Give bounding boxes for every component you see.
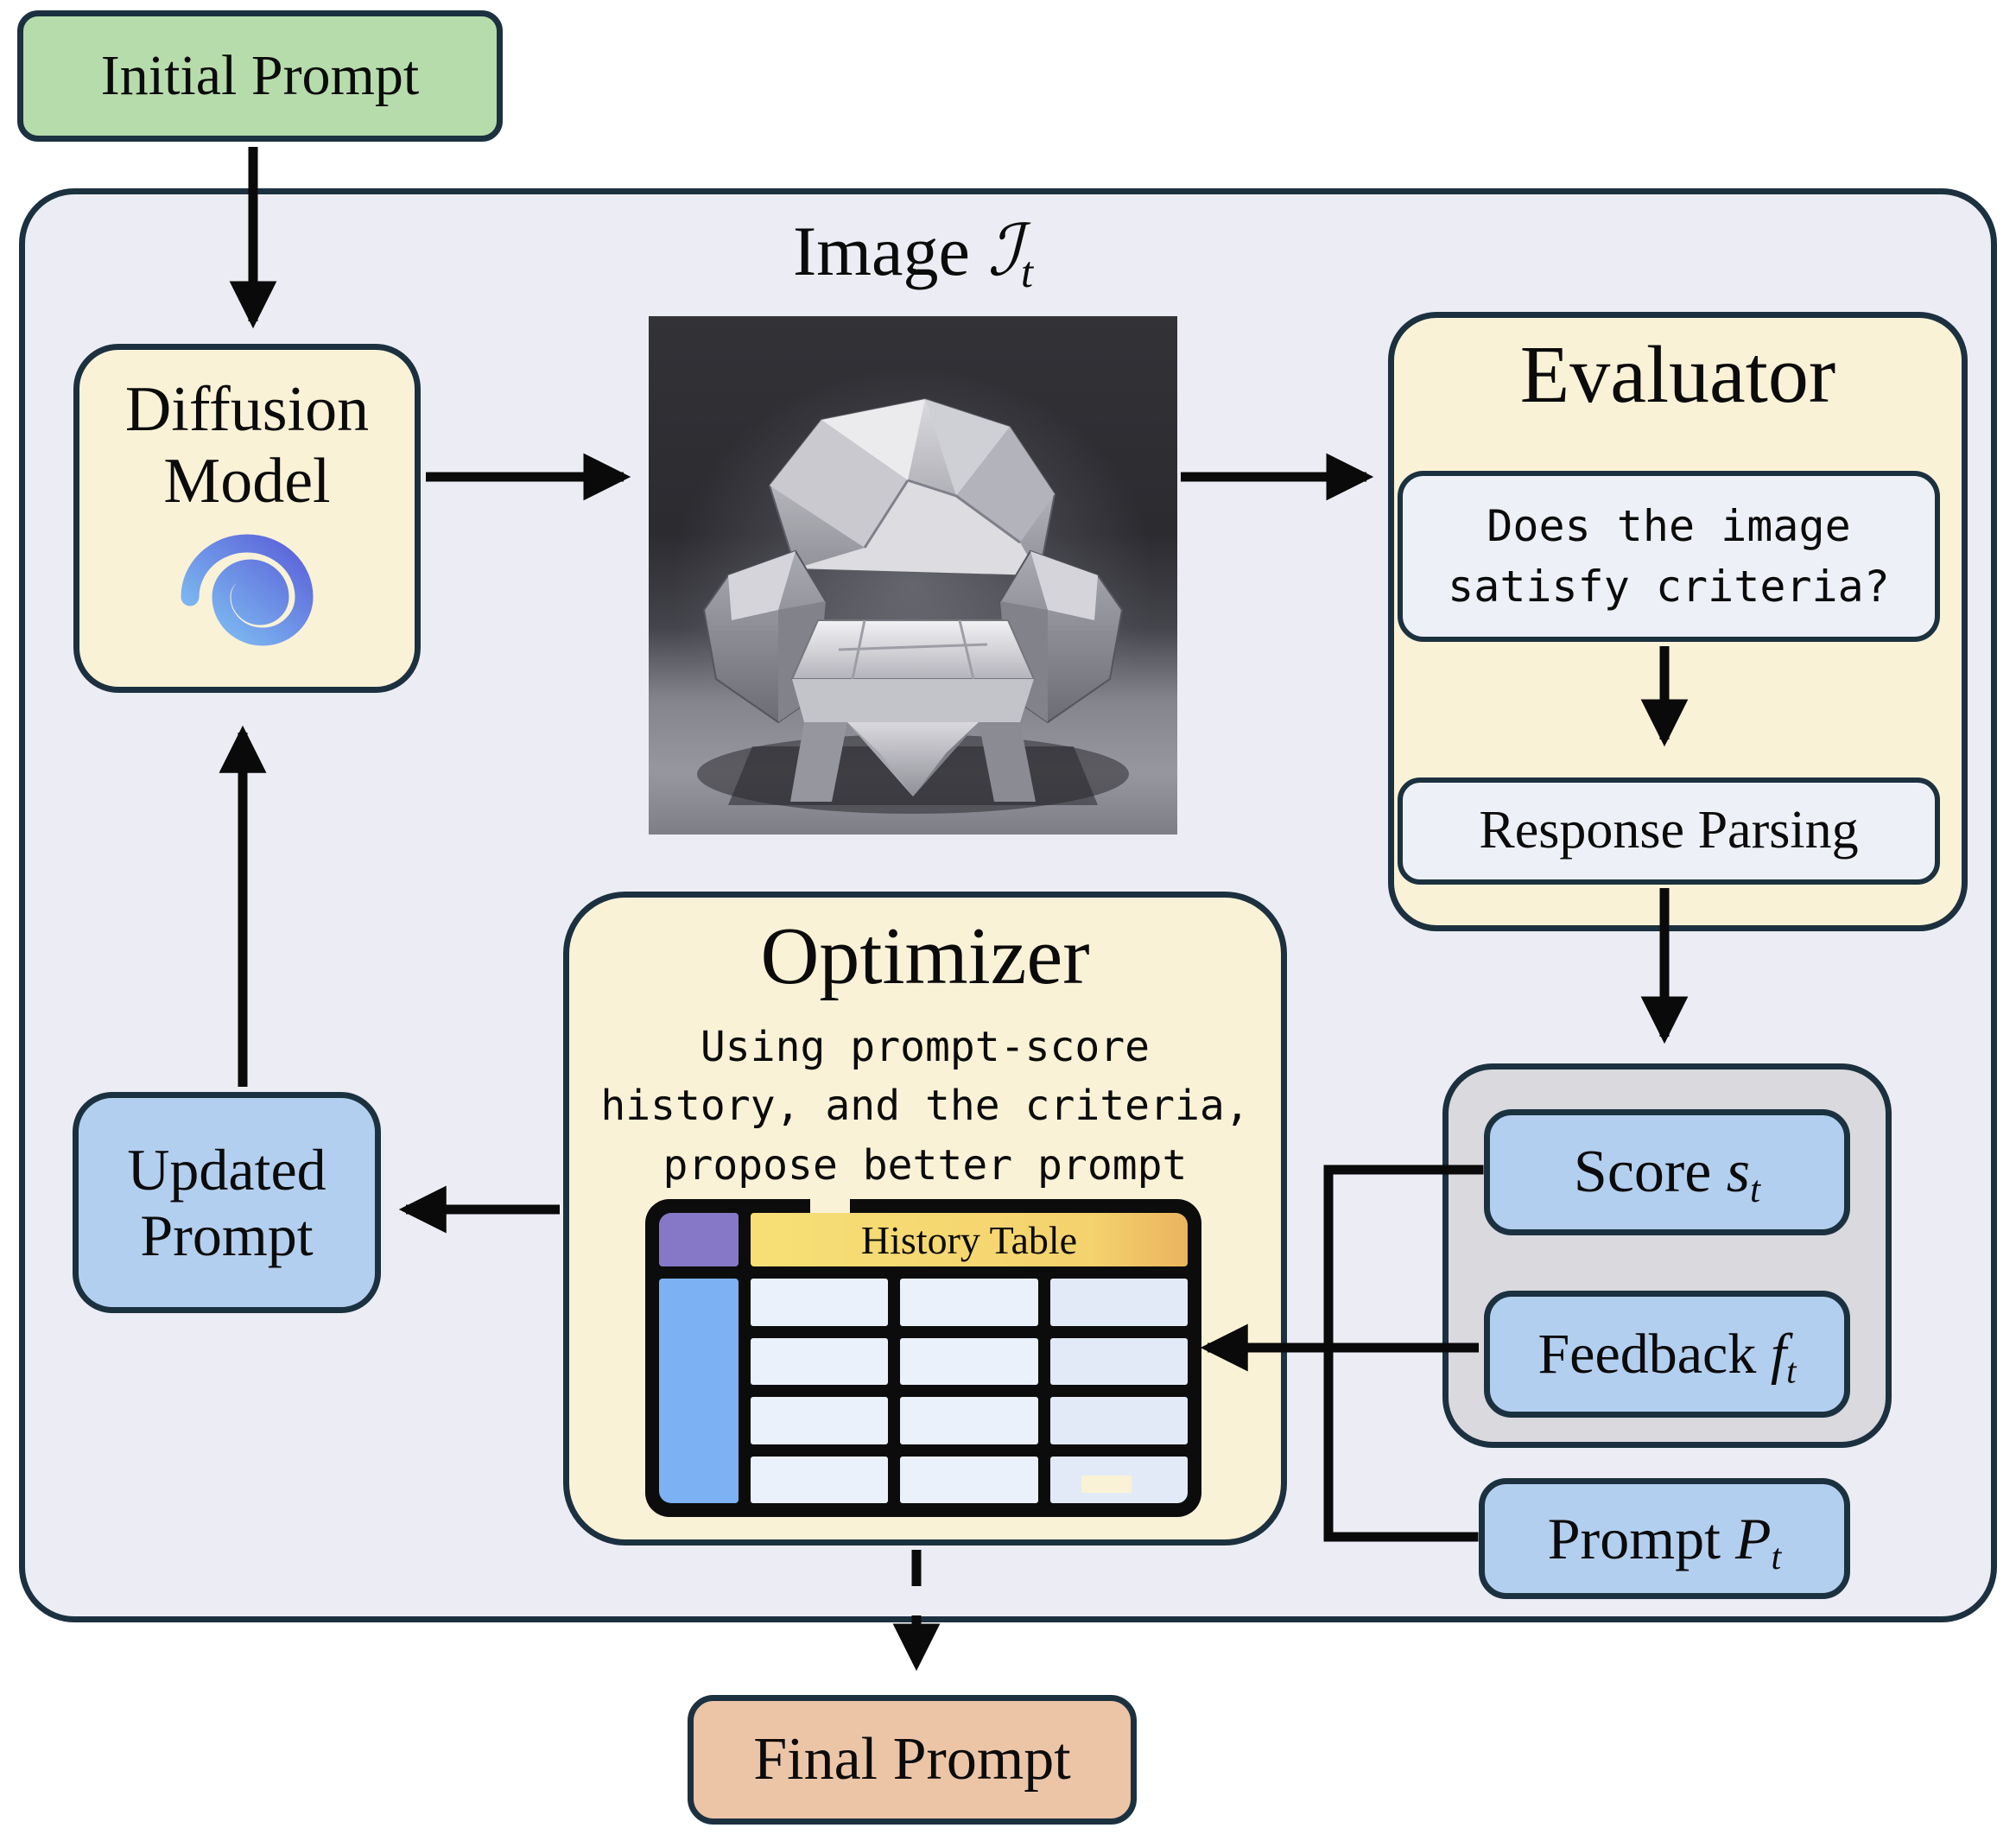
updated-prompt-line2: Prompt [140,1203,314,1268]
evaluator-question-line2: satisfy criteria? [1448,562,1890,612]
score-label: Score st [1573,1138,1761,1210]
optimizer-title: Optimizer [760,911,1090,1001]
response-parsing-box: Response Parsing [1398,778,1940,885]
updated-prompt-node: Updated Prompt [73,1092,381,1313]
image-caption-text: Image ℐt [792,209,1034,296]
optimizer-description: Using prompt-score history, and the crit… [600,1018,1249,1194]
prompt-node: Prompt Pt [1479,1478,1850,1599]
initial-prompt-label: Initial Prompt [100,44,420,108]
chair-image-art [649,316,1177,835]
spiral-icon [181,534,314,646]
history-table-corner-cell [659,1213,739,1266]
diffusion-model-line1: Diffusion [124,374,370,445]
response-parsing-label: Response Parsing [1479,801,1859,860]
score-node: Score st [1484,1109,1850,1235]
feedback-label: Feedback ft [1537,1322,1797,1390]
history-table-header: History Table [751,1213,1188,1266]
image-caption: Image ℐt [654,206,1172,295]
evaluator-question-box: Does the image satisfy criteria? [1398,471,1940,642]
optimizer-desc-line2: history, and the criteria, [600,1082,1250,1131]
table-border-notch-bottom [1081,1476,1132,1493]
optimizer-desc-line1: Using prompt-score [700,1023,1151,1072]
updated-prompt-line1: Updated [127,1136,326,1203]
prompt-label: Prompt Pt [1547,1505,1782,1577]
history-table-label: History Table [860,1217,1078,1262]
optimizer-desc-line3: propose better prompt [662,1140,1188,1190]
history-table-index-column [659,1279,739,1503]
feedback-node: Feedback ft [1484,1291,1850,1418]
initial-prompt-node: Initial Prompt [17,10,503,142]
final-prompt-node: Final Prompt [688,1695,1137,1825]
table-border-notch-top [810,1196,850,1213]
final-prompt-label: Final Prompt [753,1725,1071,1793]
evaluator-title: Evaluator [1519,330,1836,420]
diffusion-model-node: Diffusion Model [73,344,421,693]
evaluator-question-line1: Does the image [1487,501,1851,551]
diffusion-model-line2: Model [163,445,331,517]
chair-image [649,316,1177,835]
history-table-icon: History Table [645,1199,1201,1517]
